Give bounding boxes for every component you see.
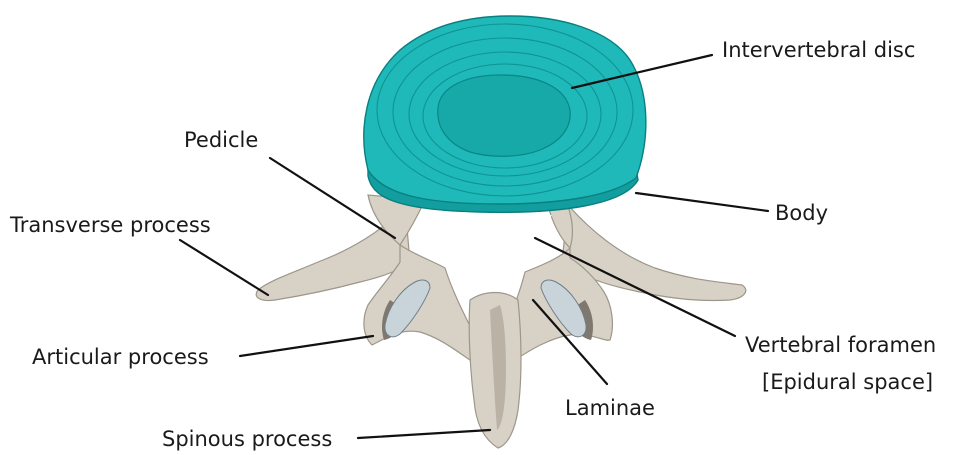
- leader-transverse-process: [180, 240, 268, 295]
- vertebral-foramen-space: [425, 215, 552, 268]
- label-vertebral-foramen: Vertebral foramen: [745, 333, 936, 357]
- label-articular-process: Articular process: [32, 345, 209, 369]
- label-spinous-process: Spinous process: [162, 427, 332, 451]
- leader-spinous-process: [358, 430, 490, 438]
- label-laminae: Laminae: [565, 396, 655, 420]
- leader-articular-process: [240, 336, 373, 356]
- vertebra-bone: [256, 195, 746, 448]
- label-body: Body: [775, 201, 828, 225]
- label-intervertebral-disc: Intervertebral disc: [722, 38, 915, 62]
- label-epidural-space: [Epidural space]: [762, 370, 933, 394]
- nucleus-pulposus: [438, 75, 570, 156]
- label-transverse-process: Transverse process: [9, 213, 211, 237]
- leader-body: [636, 193, 768, 211]
- intervertebral-disc: [364, 16, 646, 212]
- label-pedicle: Pedicle: [184, 128, 258, 152]
